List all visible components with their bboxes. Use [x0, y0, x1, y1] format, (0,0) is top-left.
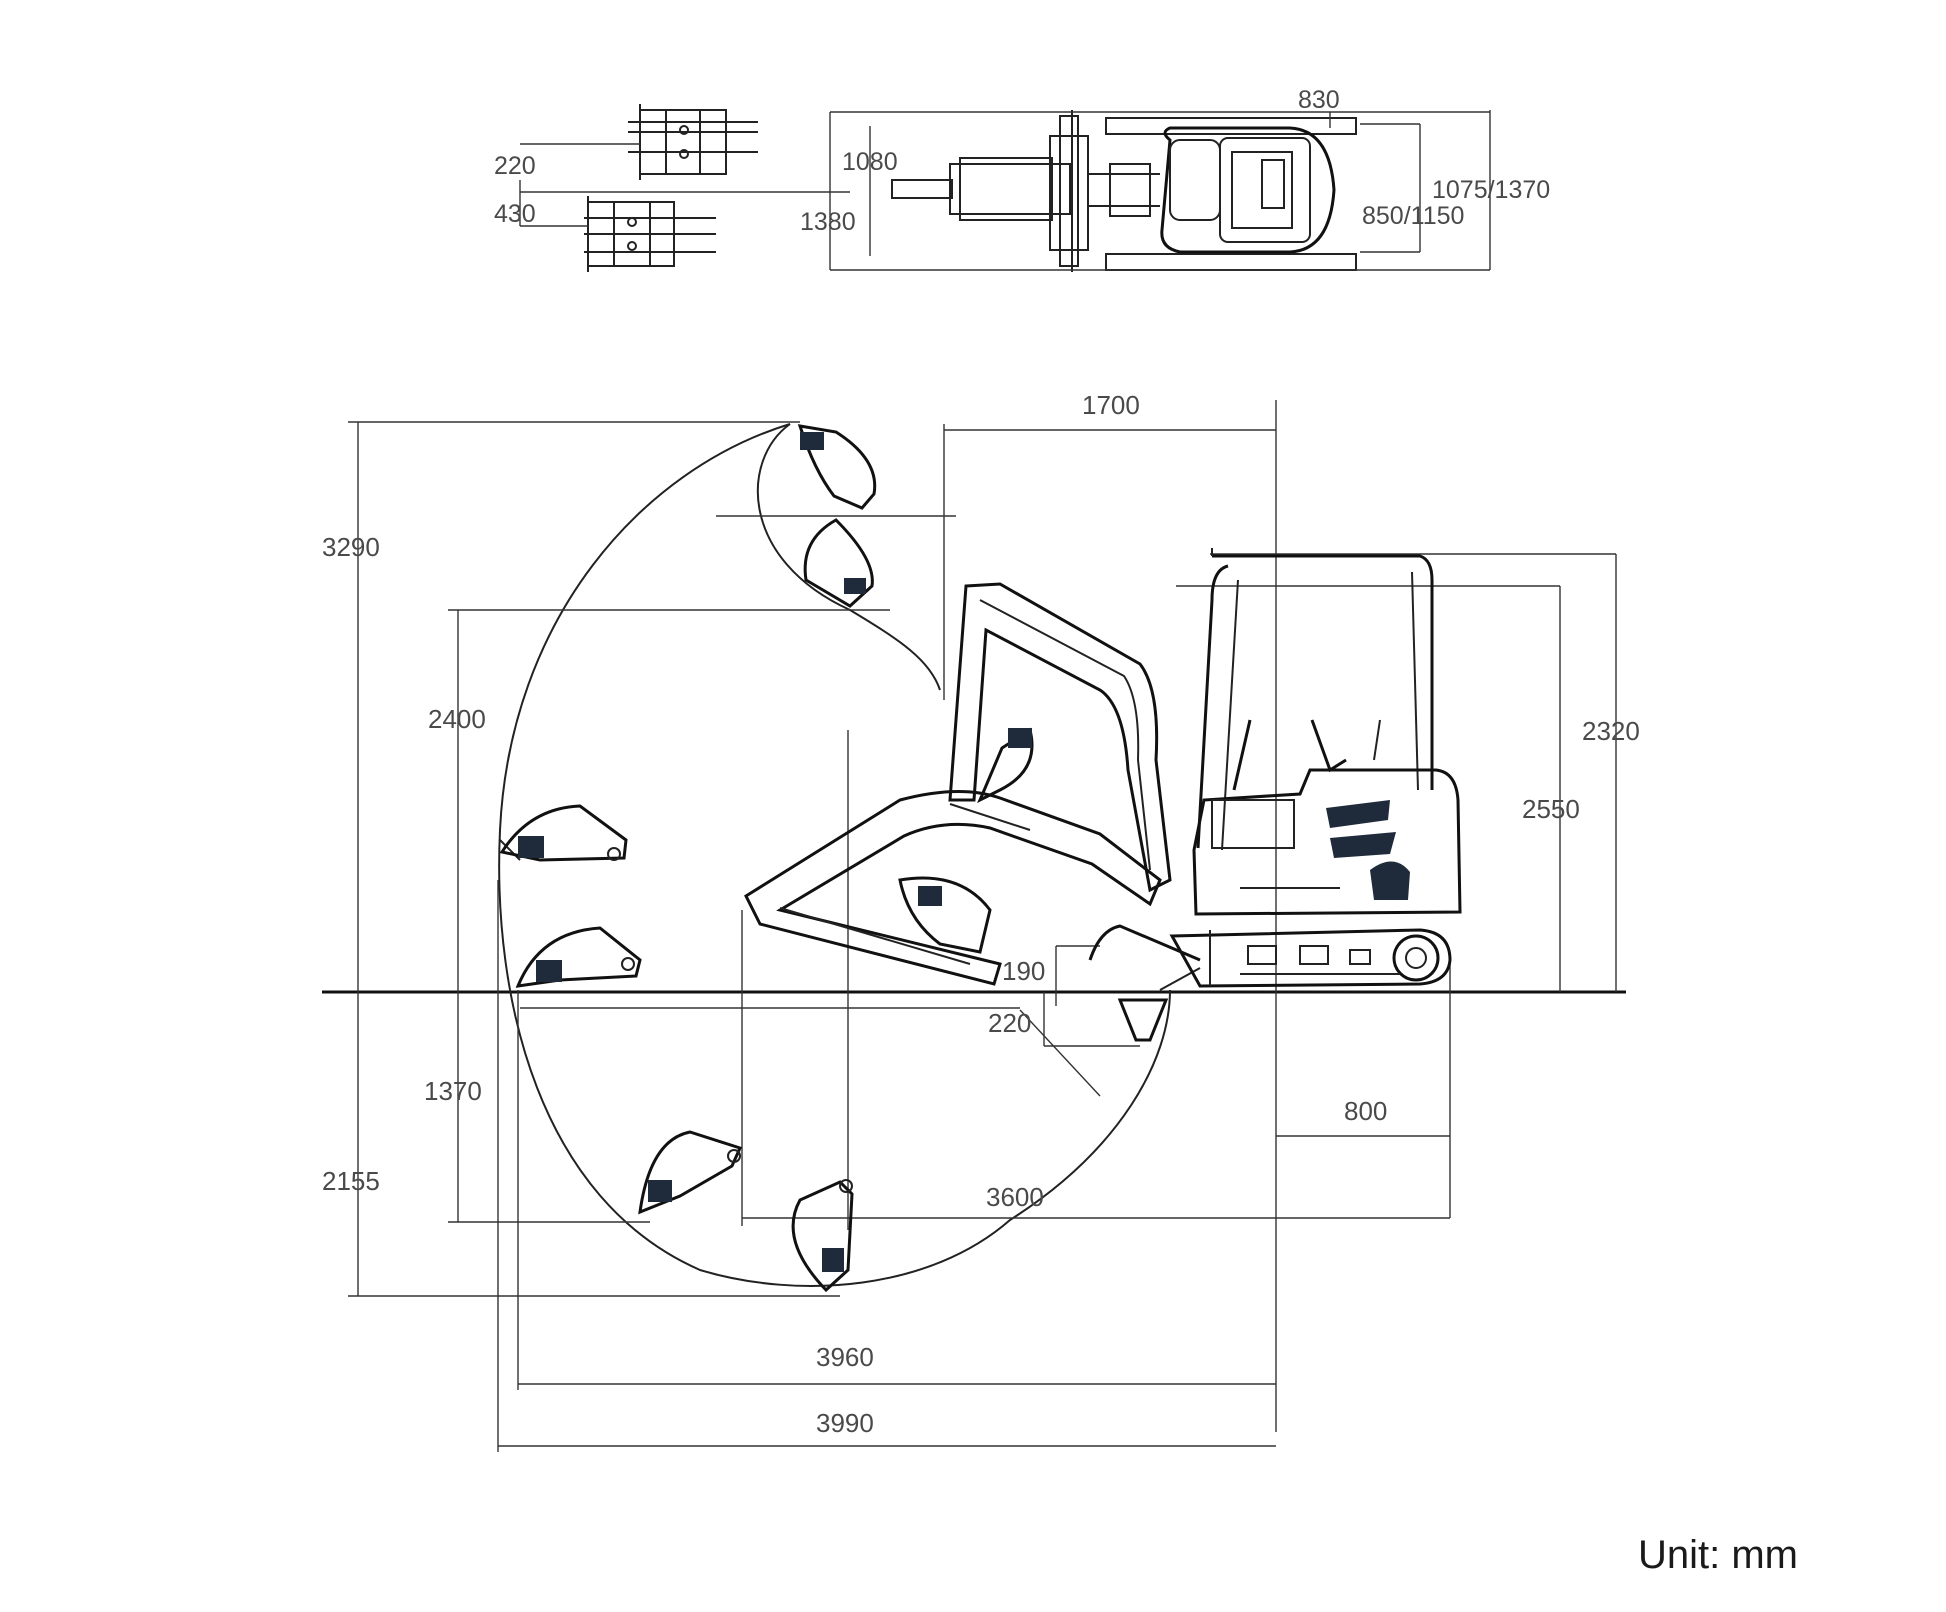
bucket-position-bottom — [791, 1179, 854, 1293]
dim-max-vertical-wall-depth: 1370 — [424, 1076, 482, 1106]
dim-blade-width-outer: 1380 — [800, 208, 856, 236]
dim-bucket-width-2: 430 — [494, 200, 536, 228]
dim-track-width: 830 — [1298, 86, 1340, 114]
bucket-top-view-narrow — [628, 104, 758, 180]
dim-overall-height: 2550 — [1522, 794, 1580, 824]
dim-max-dig-reach: 3990 — [816, 1408, 874, 1438]
dim-canopy-height: 2320 — [1582, 716, 1640, 746]
dozer-blade — [1088, 924, 1201, 1042]
dim-overall-width: 1075/1370 — [1432, 176, 1550, 204]
dim-max-dump-height: 2400 — [428, 704, 486, 734]
dim-blade-width-inner: 1080 — [842, 148, 898, 176]
dim-inner-width: 850/1150 — [1362, 202, 1464, 230]
dim-min-swing-radius: 3600 — [986, 1182, 1044, 1212]
dim-max-dig-depth: 2155 — [322, 1166, 380, 1196]
unit-label: Unit: mm — [1638, 1533, 1798, 1577]
dim-tail-swing-radius: 1700 — [1082, 390, 1140, 420]
top-view: 830 1075/1370 850/1150 1080 1380 220 430 — [494, 86, 1550, 272]
side-view: 3290 2400 1370 2155 1700 2320 2550 190 2… — [322, 390, 1640, 1452]
upper-body — [1192, 719, 1462, 916]
dim-blade-lift-height: 190 — [1002, 956, 1045, 986]
bucket-position-top — [797, 424, 877, 608]
boom-raised — [948, 582, 1172, 893]
bucket-top-view-wide — [584, 196, 716, 272]
boom-lowered — [744, 789, 1162, 986]
boom-arm-top-view — [891, 157, 1160, 221]
dim-bucket-width-1: 220 — [494, 152, 536, 180]
canopy — [1196, 548, 1434, 851]
bucket-position-bottom-left — [638, 1130, 743, 1215]
dim-rear-overhang: 800 — [1344, 1096, 1387, 1126]
blade-top-view — [1049, 110, 1089, 272]
bucket-position-left-high — [499, 804, 628, 862]
upper-structure-top-view — [1160, 126, 1336, 254]
digging-envelope — [498, 423, 1171, 1287]
bucket-position-left-low — [515, 926, 642, 988]
dim-blade-drop-depth: 220 — [988, 1008, 1031, 1038]
dim-max-dig-height: 3290 — [322, 532, 380, 562]
dim-max-dig-reach-ground: 3960 — [816, 1342, 874, 1372]
undercarriage — [1169, 928, 1452, 988]
